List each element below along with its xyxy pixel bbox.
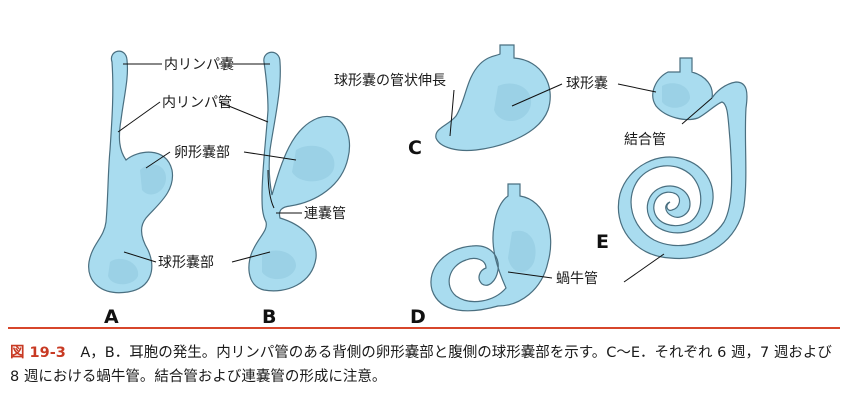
- panel-d-duct-shape: [430, 183, 552, 312]
- panel-a-saccule-shading: [108, 258, 139, 285]
- leader-saccule-c: [511, 83, 563, 107]
- panel-a-otic-vesicle: [88, 50, 174, 294]
- panel-letter-b: B: [262, 306, 276, 328]
- panel-c-saccule: [435, 44, 551, 152]
- leader-lines: [117, 63, 713, 283]
- panel-c-saccule-shape: [435, 44, 551, 152]
- panel-b-utricle-shading: [292, 145, 335, 182]
- otic-vesicle-development-figure: 内リンパ嚢 内リンパ管 卵形嚢部 連嚢管 球形嚢部 球形嚢の管状伸長 球形嚢 結…: [88, 44, 748, 328]
- leader-connecting-duct: [681, 97, 713, 125]
- panel-b-otic-vesicle: [248, 51, 350, 292]
- leader-cochlear-duct-d: [507, 271, 553, 279]
- labels: 内リンパ嚢 内リンパ管 卵形嚢部 連嚢管 球形嚢部 球形嚢の管状伸長 球形嚢 結…: [158, 57, 666, 287]
- leader-endolymphatic-duct-b: [218, 101, 269, 123]
- label-endolymphatic-sac: 内リンパ嚢: [164, 57, 234, 73]
- panel-a-utricle-shading: [140, 164, 166, 195]
- panel-c-shading: [494, 83, 532, 122]
- label-ductus-reuniens: 連嚢管: [304, 206, 346, 222]
- panel-letter-e: E: [596, 231, 609, 253]
- caption-text: A，B．耳胞の発生。内リンパ管のある背側の卵形嚢部と腹側の球形嚢部を示す。C～E…: [10, 345, 832, 385]
- label-endolymphatic-duct: 内リンパ管: [162, 95, 232, 111]
- leader-utricular-part-a: [145, 151, 171, 169]
- panel-a-vesicle-shape: [88, 50, 174, 294]
- leader-cochlear-duct-e: [623, 253, 665, 283]
- label-cochlear-duct: 蝸牛管: [556, 271, 598, 287]
- panel-b-duct-contour: [267, 169, 275, 209]
- panel-e-cochlear-duct-8-weeks: [617, 57, 748, 260]
- label-saccule: 球形嚢: [566, 76, 608, 92]
- label-utricular-part: 卵形嚢部: [174, 145, 230, 161]
- panel-b-saccule-shading: [262, 250, 296, 280]
- leader-saccule-extension: [449, 89, 455, 137]
- figure-number: 図 19-3: [10, 345, 66, 361]
- panel-e-duct-shape: [617, 57, 748, 260]
- label-saccular-part: 球形嚢部: [158, 255, 214, 271]
- label-connecting-duct: 結合管: [624, 132, 666, 148]
- figure-caption: 図 19-3 A，B．耳胞の発生。内リンパ管のある背側の卵形嚢部と腹側の球形嚢部…: [10, 341, 840, 389]
- panel-d-cochlear-duct-7-weeks: [430, 183, 552, 312]
- leader-saccular-part-b: [231, 251, 271, 263]
- caption-divider: [8, 327, 840, 329]
- leader-saccular-part-a: [123, 251, 157, 263]
- panel-letter-c: C: [408, 137, 422, 159]
- panel-e-saccule-shading: [662, 83, 690, 108]
- panel-letter-a: A: [104, 306, 119, 328]
- panel-d-shading: [508, 230, 536, 273]
- panel-letters: A B C D E: [104, 137, 609, 328]
- leader-saccule-e: [617, 83, 657, 93]
- panel-letter-d: D: [410, 306, 426, 328]
- label-saccule-extension: 球形嚢の管状伸長: [334, 73, 446, 89]
- leader-utricular-part-b: [243, 151, 297, 161]
- leader-endolymphatic-duct-a: [117, 101, 161, 133]
